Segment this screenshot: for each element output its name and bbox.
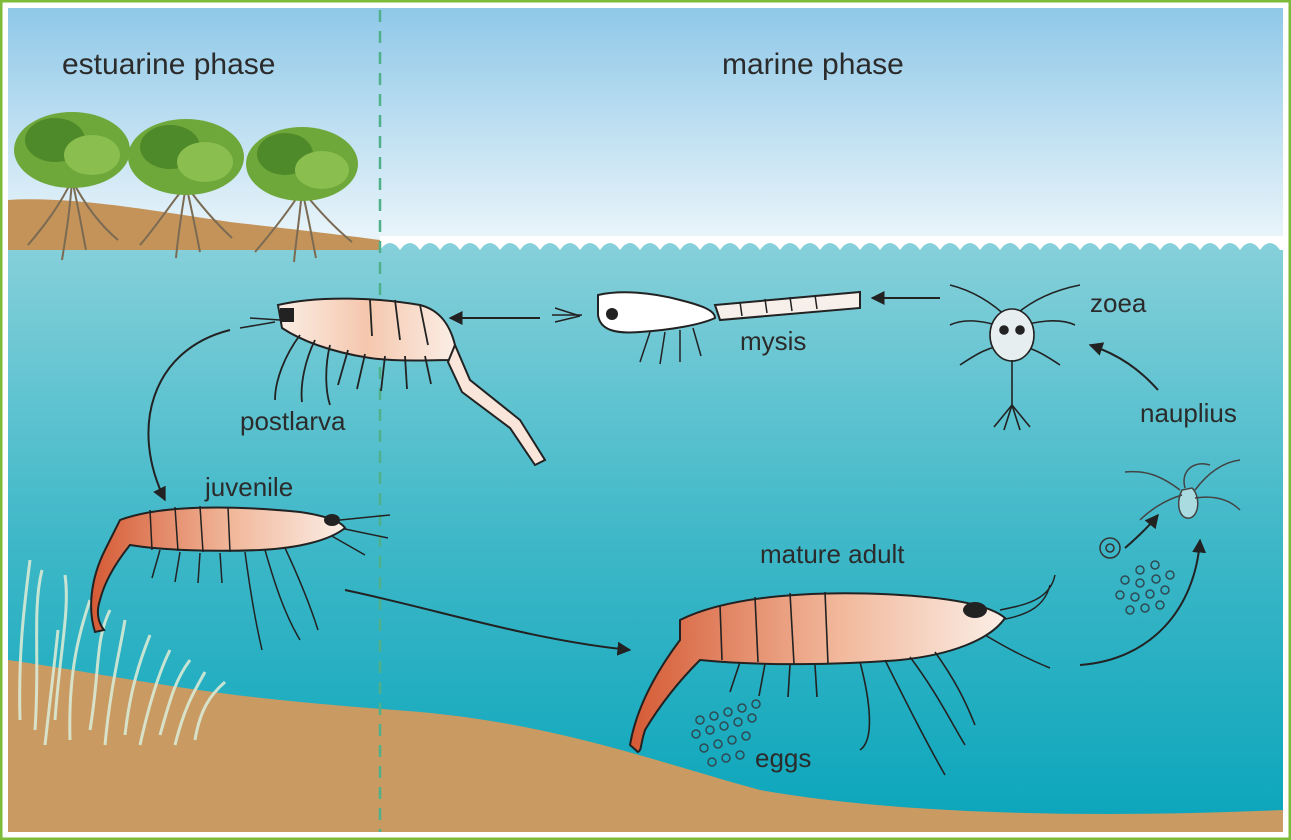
nauplius-label: nauplius [1140,398,1237,428]
zoea-label: zoea [1090,288,1147,318]
estuarine-phase-label: estuarine phase [62,48,276,81]
juvenile-label: juvenile [204,472,293,502]
mysis-label: mysis [740,326,806,356]
eggs-label: eggs [755,743,811,773]
mature-adult-label: mature adult [760,539,905,569]
marine-phase-label: marine phase [722,48,904,81]
postlarva-label: postlarva [240,406,346,436]
